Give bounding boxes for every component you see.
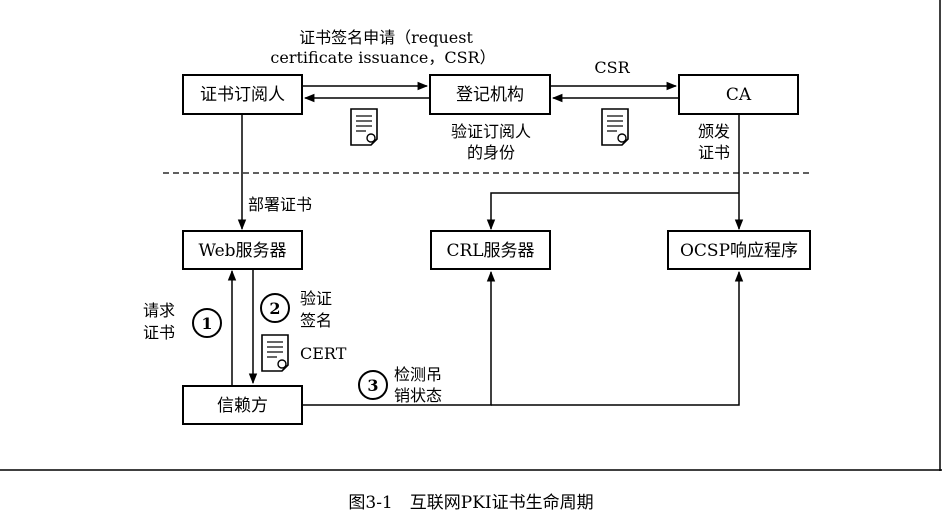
crl-server-box: CRL服务器 (430, 230, 551, 270)
certificate-doc-icon (350, 108, 378, 146)
issue-cert-label-line1: 颁发 (698, 122, 730, 141)
verify-identity-label-line2: 的身份 (467, 143, 515, 162)
ra-label: 登记机构 (456, 85, 524, 105)
ca-box: CA (678, 74, 799, 115)
ra-box: 登记机构 (429, 74, 551, 115)
verify-identity-label-line1: 验证订阅人 (451, 122, 531, 141)
step-marker-2: 2 (260, 293, 290, 323)
verify-signature-label-line2: 签名 (300, 311, 332, 330)
figure-caption: 图3-1 互联网PKI证书生命周期 (348, 493, 593, 513)
check-revocation-label-line1: 检测吊 (394, 365, 442, 384)
issue-cert-label-line2: 证书 (698, 143, 730, 162)
connectors (0, 0, 942, 471)
request-label-line2: certificate issuance，CSR） (270, 48, 495, 67)
step-marker-3: 3 (358, 370, 388, 400)
verify-signature-label-line1: 验证 (300, 289, 332, 308)
relying-party-label: 信赖方 (217, 396, 268, 416)
request-label-line1: 证书签名申请（request (299, 28, 473, 47)
step-number-1: 1 (201, 314, 212, 333)
web-server-box: Web服务器 (182, 230, 303, 270)
ca-label: CA (726, 85, 752, 105)
subscriber-label: 证书订阅人 (200, 85, 285, 105)
certificate-doc-icon (601, 108, 629, 146)
subscriber-box: 证书订阅人 (182, 74, 303, 115)
cert-label: CERT (300, 344, 347, 363)
crl-server-label: CRL服务器 (446, 241, 534, 261)
check-revocation-label-line2: 销状态 (394, 386, 442, 405)
request-cert-label-line1: 请求 (143, 301, 175, 320)
arrow-ca-to-crl (486, 192, 739, 231)
relying-party-box: 信赖方 (182, 385, 303, 425)
step-number-3: 3 (367, 376, 378, 395)
arrow-relying-to-ocsp (491, 270, 744, 406)
step-marker-1: 1 (192, 308, 222, 338)
ocsp-responder-box: OCSP响应程序 (667, 230, 811, 270)
certificate-doc-icon (261, 334, 289, 372)
deploy-cert-label: 部署证书 (248, 195, 312, 214)
request-cert-label-line2: 证书 (143, 323, 175, 342)
web-server-label: Web服务器 (198, 241, 286, 261)
ocsp-responder-label: OCSP响应程序 (680, 241, 798, 261)
csr-label: CSR (594, 58, 630, 77)
step-number-2: 2 (269, 299, 280, 318)
